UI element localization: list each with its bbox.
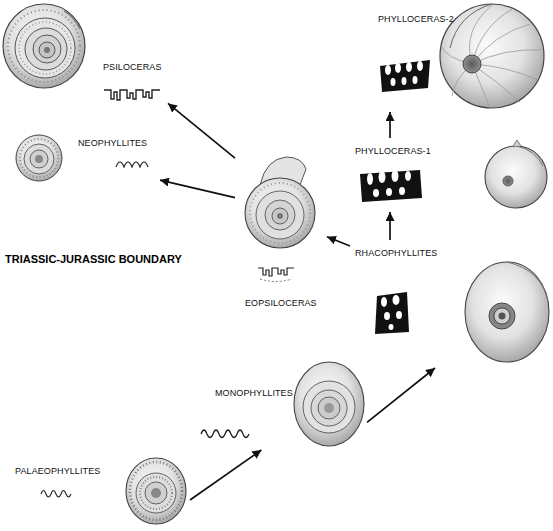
taxon-label: EOPSILOCERAS xyxy=(245,298,317,309)
taxon-label: PALAEOPHYLLITES xyxy=(15,466,100,477)
suture-line xyxy=(104,90,160,100)
suture-line xyxy=(258,268,294,282)
evolution-arrow xyxy=(190,450,261,500)
taxon-node: MONOPHYLLITES xyxy=(195,356,367,450)
taxon-node: PALAEOPHYLLITES xyxy=(10,452,190,528)
taxon-label: RHACOPHYLLITES xyxy=(355,248,437,259)
psiloceras-shell xyxy=(3,4,85,88)
suture-line xyxy=(360,170,422,202)
palaeophyllites-shell xyxy=(126,458,186,524)
suture-line xyxy=(201,430,249,438)
phylloceras-2-shell xyxy=(440,4,544,108)
evolution-arrow xyxy=(160,180,235,198)
evolution-arrow xyxy=(389,112,391,138)
taxon-label: NEOPHYLLITES xyxy=(78,138,147,149)
suture-line xyxy=(375,292,409,334)
evolution-arrow xyxy=(367,368,435,422)
taxon-node: NEOPHYLLITES xyxy=(10,130,160,186)
neophyllites-shell xyxy=(16,135,62,181)
eopsiloceras-shell xyxy=(245,157,315,248)
evolution-arrow xyxy=(327,237,350,246)
evolution-arrow xyxy=(168,103,235,158)
taxon-node: RHACOPHYLLITES xyxy=(350,240,552,368)
taxon-node: PHYLLOCERAS-1 xyxy=(350,138,550,212)
taxon-label: MONOPHYLLITES xyxy=(215,388,293,399)
taxon-node: PSILOCERAS xyxy=(0,0,168,110)
suture-line xyxy=(380,60,430,92)
suture-line xyxy=(116,162,148,167)
evolution-arrow xyxy=(389,212,391,240)
rhacophyllites-shell xyxy=(465,262,549,362)
taxon-label: PHYLLOCERAS-1 xyxy=(355,146,431,157)
suture-line xyxy=(41,491,71,498)
taxon-node: PHYLLOCERAS-2 xyxy=(375,0,552,112)
monophyllites-shell xyxy=(294,362,364,446)
boundary-label: TRIASSIC-JURASSIC BOUNDARY xyxy=(5,253,182,265)
taxon-label: PHYLLOCERAS-2 xyxy=(378,14,454,25)
taxon-node: EOPSILOCERAS xyxy=(235,150,327,312)
phylloceras-1-shell xyxy=(485,140,547,208)
taxon-label: PSILOCERAS xyxy=(103,62,162,73)
